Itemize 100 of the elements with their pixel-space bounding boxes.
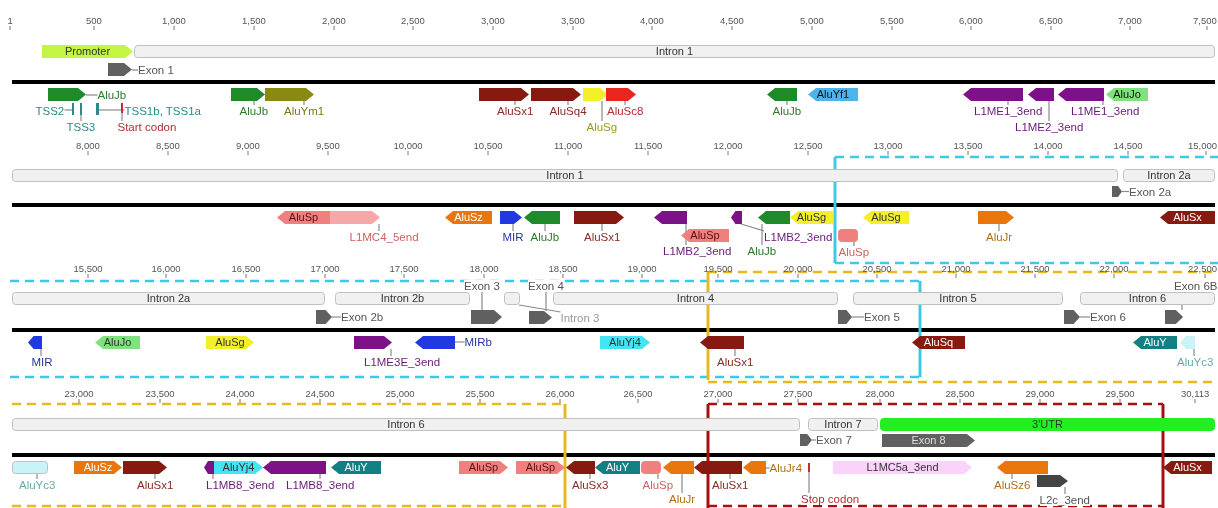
feature-label: Exon 4 (528, 280, 564, 292)
tick-label: 21,500 (1020, 262, 1050, 274)
tick-label: 10,500 (473, 139, 503, 151)
feature-label: Exon 1 (138, 64, 174, 76)
feature-label: L2c_3end (1039, 494, 1091, 506)
tick-label: 8,000 (76, 139, 100, 151)
feature-label: L1MB2_3end (663, 245, 732, 257)
annotation-block (265, 88, 314, 101)
annotation-block: AluY (1133, 336, 1177, 349)
annotation-block (1165, 310, 1183, 324)
annotation-block (838, 310, 852, 324)
annotation-block: Exon 8 (882, 434, 975, 447)
annotation-block (1064, 310, 1080, 324)
feature-label: L1ME1_3end (1071, 105, 1140, 117)
feature-label: MIR (31, 356, 53, 368)
tick-label: 26,500 (623, 387, 653, 399)
leader-line (624, 100, 626, 106)
leader-line (319, 473, 321, 480)
feature-label: AluYm1 (284, 105, 325, 117)
tick-label: 16,500 (231, 262, 261, 274)
annotation-block: AluSx (1163, 461, 1212, 474)
tick-label: 28,500 (945, 387, 975, 399)
tick-label: 23,000 (64, 387, 94, 399)
leader-line (589, 473, 591, 480)
tick-label: 20,500 (862, 262, 892, 274)
tick-label: 29,000 (1025, 387, 1055, 399)
feature-label: Exon 7 (816, 434, 852, 446)
annotation-bar: Intron 2b (335, 292, 470, 305)
annotation-block: AluSg (790, 211, 833, 224)
leader-line (998, 223, 1000, 232)
leader-line (454, 341, 466, 343)
leader-line (331, 316, 342, 318)
leader-line (390, 348, 392, 357)
annotation-block: AluYf1 (808, 88, 858, 101)
tick-label: 1,000 (162, 14, 186, 26)
tick-label: 14,000 (1033, 139, 1063, 151)
feature-label: AluSx1 (137, 479, 174, 491)
tick-label: 25,500 (465, 387, 495, 399)
feature-label: L1ME2_3end (1015, 121, 1084, 133)
tick-label: 20,000 (783, 262, 813, 274)
feature-label: AluSq4 (549, 105, 587, 117)
tick-label: 21,000 (941, 262, 971, 274)
leader-line (657, 473, 659, 480)
tick-label: 8,500 (156, 139, 180, 151)
tick-label: 30,113 (1181, 387, 1210, 399)
feature-label: AluJr (986, 231, 1013, 243)
leader-line (63, 109, 73, 111)
annotation-block: AluY (595, 461, 640, 474)
feature-label: Exon 6 (1090, 311, 1126, 323)
leader-line (851, 316, 865, 318)
annotation-block: AluSz (445, 211, 492, 224)
leader-line (729, 473, 731, 480)
leader-line (601, 223, 603, 232)
annotation-block (1028, 88, 1054, 101)
leader-line (1064, 486, 1066, 495)
tick-label: 24,500 (305, 387, 335, 399)
leader-line (40, 348, 42, 357)
tick-label: 17,500 (389, 262, 419, 274)
leader-line (481, 291, 483, 311)
tick-label: 14,500 (1113, 139, 1143, 151)
annotation-block (654, 211, 687, 224)
marker-tick (80, 103, 82, 115)
annotation-block (529, 311, 552, 324)
feature-label: Intron 3 (560, 312, 600, 324)
tick-label: 6,000 (959, 14, 983, 26)
tick-label: 500 (86, 14, 102, 26)
tick-label: 26,000 (545, 387, 575, 399)
annotation-block (1112, 186, 1122, 197)
leader-line (131, 69, 139, 71)
annotation-bar: Intron 6 (1080, 292, 1215, 305)
annotation-block: AluYj4 (600, 336, 650, 349)
annotation-bar: Intron 2a (12, 292, 325, 305)
feature-label: Exon 2a (1129, 186, 1172, 198)
leader-line (786, 100, 788, 106)
annotation-bar: Intron 2a (1123, 169, 1215, 182)
leader-line (85, 94, 99, 96)
marker-tick (72, 103, 74, 115)
tick-label: 2,000 (322, 14, 346, 26)
annotation-block (978, 211, 1014, 224)
annotation-block (500, 211, 522, 224)
feature-label: AluSp (838, 246, 870, 258)
feature-label: Exon 6B (1174, 280, 1218, 292)
annotation-block (354, 336, 392, 349)
leader-line (811, 439, 817, 441)
annotation-block (108, 63, 132, 76)
feature-label: AluSx1 (584, 231, 621, 243)
tick-label: 7,000 (1118, 14, 1142, 26)
tick-label: 27,500 (783, 387, 813, 399)
tick-label: 16,000 (151, 262, 181, 274)
feature-label: TSS3 (66, 121, 96, 133)
tick-label: 23,500 (145, 387, 175, 399)
feature-label: AluSc8 (607, 105, 644, 117)
annotation-block (479, 88, 529, 101)
feature-label: Start codon (117, 121, 177, 133)
leader-line (1007, 100, 1009, 106)
annotation-block (758, 211, 790, 224)
leader-line (601, 100, 603, 122)
leader-line (98, 109, 126, 111)
tick-label: 25,000 (385, 387, 415, 399)
tick-label: 28,000 (865, 387, 895, 399)
